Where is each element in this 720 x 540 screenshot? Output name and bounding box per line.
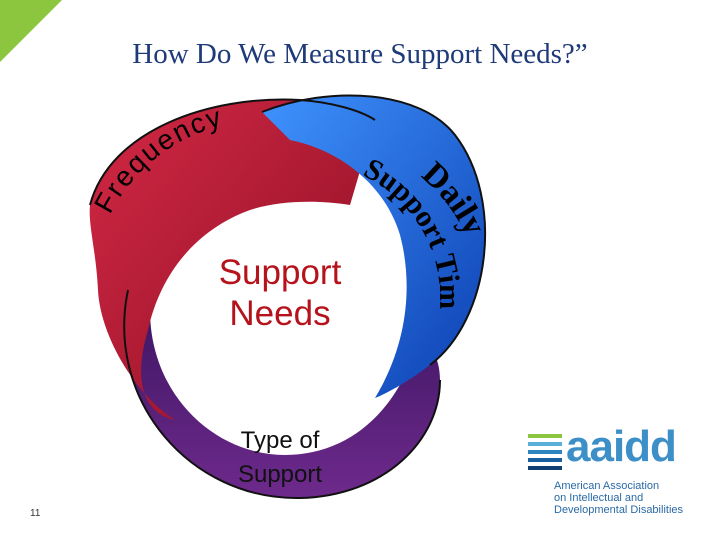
center-label: Support Needs (190, 252, 370, 335)
type-label-line1: Type of (240, 427, 320, 454)
center-label-line1: Support (218, 253, 342, 292)
slide-number: 11 (30, 508, 41, 519)
daily-support-time-band (262, 95, 486, 399)
logo-subtitle-line2: on Intellectual and (554, 492, 644, 504)
aaidd-logo: aaidd American Association on Intellectu… (528, 422, 708, 520)
type-label-line2: Support (237, 460, 323, 488)
logo-stripes-icon (528, 434, 562, 470)
type-of-support-label: Type of Support (180, 424, 380, 491)
frequency-band (89, 99, 375, 420)
page-title: How Do We Measure Support Needs?” (132, 38, 588, 70)
center-label-line2: Needs (229, 294, 331, 334)
logo-subtitle: American Association on Intellectual and… (554, 480, 683, 516)
logo-wordmark: aaidd (566, 422, 677, 471)
logo-subtitle-line3: Developmental Disabilities (554, 504, 684, 516)
logo-subtitle-line1: American Association (554, 480, 660, 492)
type-of-support-band (124, 290, 440, 499)
corner-accent (0, 0, 62, 62)
